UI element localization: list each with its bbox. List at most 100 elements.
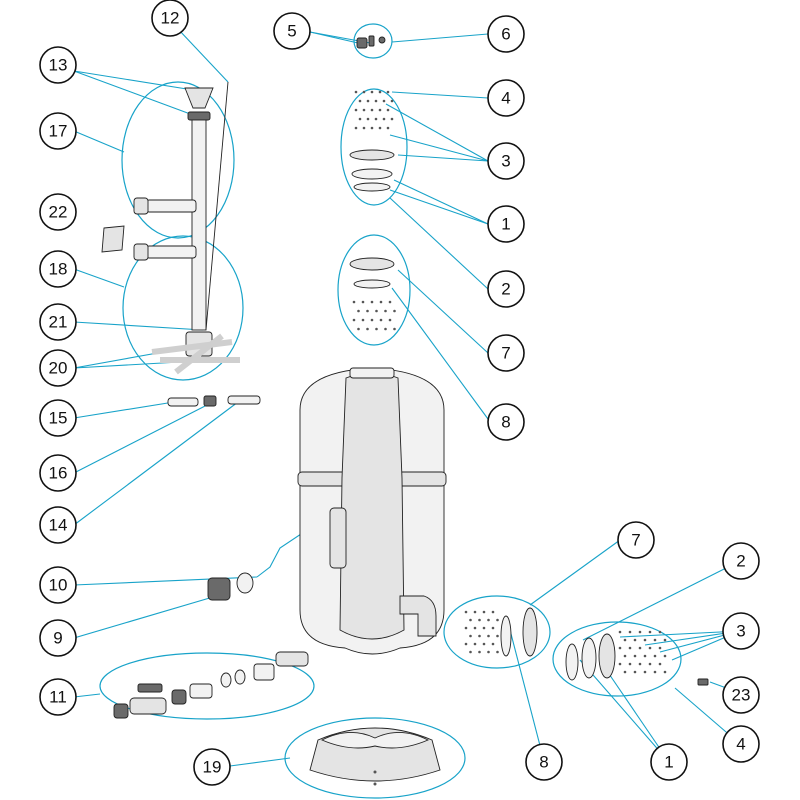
- callout-3-side: 3: [722, 612, 760, 650]
- tank-top-lid: [349, 367, 395, 379]
- leader-lines: [73, 28, 741, 767]
- bolt-dot: [643, 670, 647, 674]
- bolt-dot: [478, 650, 481, 654]
- side-cover-ring: [598, 633, 616, 679]
- bolt-dot: [386, 90, 390, 94]
- svg-text:16: 16: [49, 464, 68, 483]
- group-ellipse-collector-bottom: [122, 235, 244, 381]
- bolt-dot: [370, 90, 374, 94]
- base-hole-2: [373, 782, 377, 786]
- leader-3a1: [385, 103, 489, 162]
- screw-5: [356, 37, 368, 49]
- top-cover-ring: [349, 149, 395, 161]
- group-ellipse-valve-kit: [99, 652, 315, 720]
- bolt-dot: [638, 646, 642, 650]
- callout-20: 20: [39, 349, 77, 387]
- callout-12: 12: [151, 0, 189, 37]
- leader-1a1: [393, 179, 489, 225]
- valve-hose-tail: [275, 651, 309, 667]
- bolt-dot: [623, 654, 627, 658]
- leader-2a: [389, 197, 489, 290]
- side-flange-parts: [464, 607, 538, 657]
- bolt-dot: [653, 654, 657, 658]
- bolt-dot: [464, 642, 468, 646]
- bolt-dot: [473, 642, 477, 646]
- bolt-dot: [482, 642, 486, 646]
- side-flange-bolts: [464, 610, 499, 654]
- bolt-dot: [628, 662, 632, 666]
- bolt-dot: [352, 300, 356, 304]
- bolt-dot: [663, 670, 667, 674]
- leader-4a: [391, 91, 489, 99]
- bolt-dot: [643, 654, 647, 658]
- bolt-dot: [378, 126, 382, 130]
- leader-6: [391, 33, 489, 43]
- bolt-dot: [382, 117, 386, 121]
- callout-1-side: 1: [650, 743, 688, 781]
- svg-text:10: 10: [49, 576, 68, 595]
- callout-8-side: 8: [525, 743, 563, 781]
- valve-handle: [137, 683, 163, 693]
- svg-text:7: 7: [501, 344, 510, 363]
- side-flange: [522, 607, 538, 657]
- filter-tank: [297, 367, 447, 655]
- bolt-dot: [379, 300, 383, 304]
- bolt-dot: [469, 634, 472, 638]
- leader-21: [73, 321, 204, 331]
- upper-lateral-cap: [133, 197, 149, 215]
- top-oring: [353, 182, 391, 192]
- leader-3b1: [619, 630, 741, 638]
- bolt-dot: [638, 662, 642, 666]
- lateral-parts: [167, 395, 261, 407]
- bolt-dot: [633, 670, 637, 674]
- bolt-dot: [361, 300, 365, 304]
- bolt-dot: [478, 618, 481, 622]
- leader-7b: [529, 539, 621, 606]
- svg-text:14: 14: [49, 516, 68, 535]
- bolt-dot: [354, 90, 358, 94]
- lateral-16: [203, 395, 217, 407]
- leader-17: [73, 130, 125, 153]
- svg-text:17: 17: [49, 122, 68, 141]
- group-ellipse-base: [284, 717, 466, 799]
- bolt-dot: [357, 327, 360, 331]
- svg-text:7: 7: [631, 531, 640, 550]
- group-ellipse-side-cover: [552, 621, 682, 697]
- bolt-dot: [618, 630, 622, 634]
- bolt-dot: [390, 117, 394, 121]
- leader-12: [177, 28, 229, 83]
- callout-13: 13: [39, 46, 77, 84]
- bolt-dot: [643, 638, 647, 642]
- bolt-dot: [658, 646, 662, 650]
- bolt-dot: [623, 670, 627, 674]
- leader-16: [73, 403, 210, 474]
- bolt-dot: [487, 618, 490, 622]
- svg-text:18: 18: [49, 260, 68, 279]
- svg-text:2: 2: [736, 552, 745, 571]
- side-cover-parts: [565, 630, 709, 686]
- bolt-dot: [464, 610, 468, 614]
- bolt-dot: [370, 126, 374, 130]
- bolt-dot: [623, 638, 627, 642]
- bolt-dot: [633, 654, 637, 658]
- svg-text:2: 2: [501, 280, 510, 299]
- leader-13a: [73, 70, 194, 91]
- bolt-dot: [354, 126, 358, 130]
- callout-4-top: 4: [487, 79, 525, 117]
- bolt-dot: [473, 610, 477, 614]
- svg-text:12: 12: [161, 9, 180, 28]
- valve-ring-1: [220, 672, 232, 688]
- bolt-dot: [653, 638, 657, 642]
- bolt-dot: [386, 108, 390, 112]
- screw-5b: [368, 35, 375, 47]
- bolt-dot: [362, 108, 366, 112]
- svg-text:5: 5: [287, 22, 296, 41]
- bolt-dot: [648, 646, 652, 650]
- callout-10: 10: [39, 566, 77, 604]
- group-ellipse-side-flange: [443, 595, 551, 669]
- bolt-dot: [390, 99, 394, 103]
- svg-text:8: 8: [501, 413, 510, 432]
- collector-assembly: [101, 81, 240, 375]
